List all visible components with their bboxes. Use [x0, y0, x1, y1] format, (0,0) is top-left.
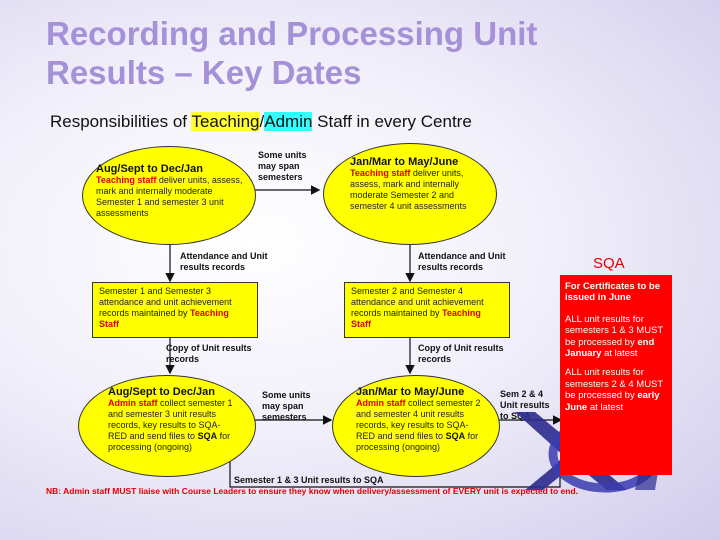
ellipse-admin-sem13-heading: Aug/Sept to Dec/Jan	[108, 386, 215, 398]
label-span-top: Some units may span semesters	[258, 150, 307, 182]
ellipse-admin-sem13-tail: for processing (ongoing)	[108, 431, 231, 452]
sqa-panel-sem24-a: ALL unit results for semesters 2 & 4 MUS…	[565, 367, 664, 402]
label-attendance-right: Attendance and Unit results records	[418, 251, 506, 272]
page-title: Recording and Processing Unit Results – …	[46, 14, 686, 92]
box-records-sem24-role: Teaching Staff	[351, 308, 481, 329]
subtitle-prefix: Responsibilities of	[50, 112, 192, 131]
title-line-2: Results – Key Dates	[46, 54, 362, 91]
ellipse-admin-sem13	[78, 375, 256, 477]
sqa-panel-sem13-c: at latest	[601, 348, 638, 360]
sqa-panel-sem13-b: end January	[565, 336, 655, 360]
box-records-sem24: Semester 2 and Semester 4 attendance and…	[344, 282, 510, 338]
subtitle-teaching: Teaching	[191, 112, 260, 131]
ellipse-teaching-sem13	[82, 146, 256, 245]
box-records-sem13-text: Semester 1 and Semester 3 attendance and…	[99, 286, 232, 318]
label-copy-right: Copy of Unit results records	[418, 343, 504, 364]
ellipse-teaching-sem13-body: deliver units, assess, mark and internal…	[96, 175, 243, 218]
title-line-1: Recording and Processing Unit	[46, 15, 538, 52]
ellipse-admin-sem24-sqa: SQA	[445, 431, 466, 441]
label-span-bottom: Some units may span semesters	[262, 390, 311, 422]
sqa-panel-sem24: ALL unit results for semesters 2 & 4 MUS…	[565, 367, 667, 413]
ellipse-teaching-sem13-text: Aug/Sept to Dec/Jan Teaching staff deliv…	[96, 164, 246, 219]
label-attendance-left: Attendance and Unit results records	[180, 251, 268, 272]
subtitle-suffix: Staff in every Centre	[312, 112, 472, 131]
box-records-sem13: Semester 1 and Semester 3 attendance and…	[92, 282, 258, 338]
ellipse-teaching-sem24-heading: Jan/Mar to May/June	[350, 156, 459, 168]
ellipse-admin-sem13-sqa: SQA	[197, 431, 218, 441]
label-copy-left: Copy of Unit results records	[166, 343, 252, 364]
subtitle-slash: /	[259, 112, 265, 131]
box-records-sem24-text: Semester 2 and Semester 4 attendance and…	[351, 286, 484, 318]
sqa-heading: SQA	[593, 255, 625, 272]
sqa-panel-sem13: ALL unit results for semesters 1 & 3 MUS…	[565, 314, 667, 360]
ellipse-teaching-sem13-role: Teaching staff	[96, 175, 157, 185]
sqa-panel-sem13-a: ALL unit results for semesters 1 & 3 MUS…	[565, 313, 664, 348]
ellipse-teaching-sem24-body: deliver units, assess, mark and internal…	[350, 168, 467, 211]
ellipse-admin-sem24-body: collect semester 2 and semester 4 unit r…	[356, 398, 481, 441]
ellipse-admin-sem24-heading: Jan/Mar to May/June	[356, 386, 465, 398]
ellipse-admin-sem24	[332, 375, 500, 477]
sqa-panel-certificates: For Certificates to be issued in June	[565, 281, 661, 304]
subtitle: Responsibilities of Teaching/Admin Staff…	[50, 112, 472, 132]
ellipse-admin-sem24-tail: for processing (ongoing)	[356, 431, 479, 452]
sqa-deadlines-panel: For Certificates to be issued in June AL…	[560, 275, 672, 475]
ellipse-teaching-sem24-text: Jan/Mar to May/June Teaching staff deliv…	[350, 157, 480, 212]
ellipse-teaching-sem24	[323, 143, 497, 245]
ellipse-teaching-sem24-role: Teaching staff	[350, 168, 411, 178]
ellipse-admin-sem13-body: collect semester 1 and semester 3 unit r…	[108, 398, 233, 441]
ellipse-admin-sem24-text: Jan/Mar to May/June Admin staff collect …	[356, 387, 484, 453]
footnote: NB: Admin staff MUST liaise with Course …	[46, 486, 579, 496]
ellipse-teaching-sem13-heading: Aug/Sept to Dec/Jan	[96, 163, 203, 175]
sqa-panel-sem24-c: at latest	[587, 401, 624, 413]
label-sem13-to-sqa: Semester 1 & 3 Unit results to SQA	[234, 475, 384, 485]
ellipse-admin-sem13-text: Aug/Sept to Dec/Jan Admin staff collect …	[108, 387, 236, 453]
subtitle-admin: Admin	[264, 112, 313, 131]
ellipse-admin-sem13-role: Admin staff	[108, 398, 158, 408]
ellipse-admin-sem24-role: Admin staff	[356, 398, 406, 408]
sqa-panel-sem24-b: early June	[565, 390, 660, 413]
box-records-sem13-role: Teaching Staff	[99, 308, 229, 329]
